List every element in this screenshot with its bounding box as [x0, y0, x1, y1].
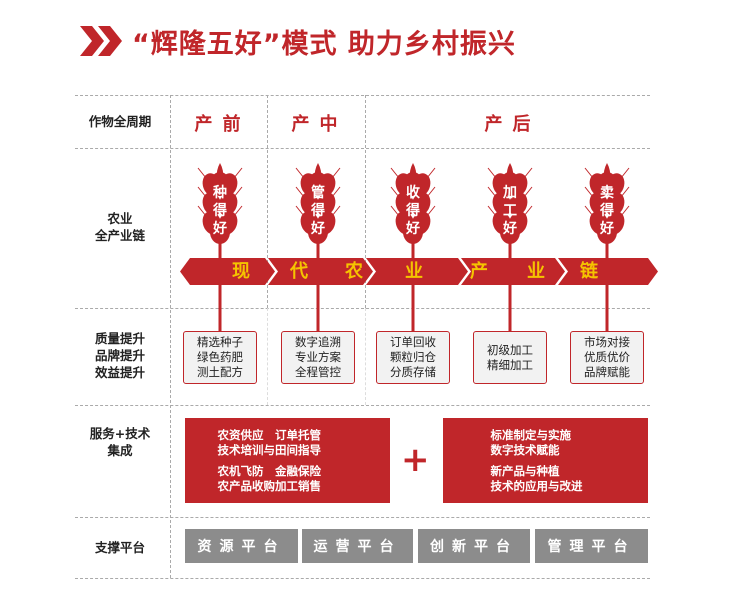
wheat-char: 好 [213, 221, 227, 237]
divider [75, 578, 650, 579]
band-segment [268, 258, 373, 285]
wheat-char: 加 [503, 185, 517, 201]
row-label-quality: 质量提升 品牌提升 效益提升 [75, 330, 165, 381]
feature-item: 测土配方 [197, 365, 243, 379]
row-label-service: 服务+技术 集成 [75, 425, 165, 459]
feature-item: 颗粒归仓 [390, 350, 436, 364]
phase-mid: 产中 [291, 114, 348, 135]
wheat-ear-icon [295, 163, 341, 244]
divider [365, 308, 366, 405]
band-char: 代 [290, 261, 308, 282]
divider [365, 95, 366, 308]
service-item: 技术培训与田间指导 [217, 442, 322, 457]
phase-pre: 产前 [194, 114, 251, 135]
wheat-char: 卖 [600, 185, 614, 201]
platform-operation: 运营平台 [302, 529, 413, 563]
feature-box: 初级加工精细加工 [473, 331, 547, 384]
feature-item: 初级加工 [487, 342, 533, 357]
divider [75, 405, 650, 406]
page-title: “辉隆五好”模式 助力乡村振兴 [132, 29, 516, 60]
service-box-left: 农资供应 订单托管 技术培训与田间指导 农机飞防 金融保险 农产品收购加工销售 [185, 418, 390, 503]
feature-item: 订单回收 [390, 335, 436, 349]
divider [75, 517, 650, 518]
wheat-char: 得 [213, 203, 227, 219]
service-box-right: 标准制定与实施 数字技术赋能 新产品与种植 技术的应用与改进 [443, 418, 648, 503]
service-item: 农产品收购加工销售 [217, 478, 322, 493]
platform-innovation: 创新平台 [418, 529, 530, 563]
row-label-line: 农业 [107, 211, 133, 226]
divider [170, 95, 171, 578]
row-label-cycle: 作物全周期 [88, 114, 152, 129]
feature-item: 专业方案 [295, 350, 341, 364]
wheat-char: 管 [311, 185, 325, 201]
row-label-line: 全产业链 [94, 228, 145, 243]
row-label-line: 效益提升 [94, 365, 145, 380]
band-char: 业 [527, 261, 545, 282]
band-segment [180, 258, 275, 285]
wheat-char: 得 [600, 203, 614, 219]
service-item: 农资供应 订单托管 [217, 427, 322, 442]
wheat-label: 种得好 [210, 184, 230, 238]
feature-item: 全程管控 [295, 365, 341, 379]
wheat-char: 好 [600, 221, 614, 237]
service-item: 新产品与种植 [490, 463, 560, 478]
wheat-char: 种 [213, 185, 227, 201]
wheat-ear-icon [584, 163, 630, 244]
row-label-line: 服务+技术 [89, 426, 151, 441]
band-char: 链 [580, 261, 598, 282]
band-char: 现 [232, 261, 250, 282]
wheat-ear-icon [487, 163, 533, 244]
service-item: 数字技术赋能 [490, 442, 560, 457]
wheat-label: 卖得好 [597, 184, 617, 238]
feature-item: 品牌赋能 [584, 365, 630, 379]
wheat-char: 好 [311, 221, 325, 237]
band-segment [558, 258, 658, 285]
platform-management: 管理平台 [535, 529, 648, 563]
feature-box: 市场对接优质优价品牌赋能 [570, 331, 644, 384]
feature-item: 数字追溯 [295, 335, 341, 349]
feature-item: 市场对接 [584, 335, 630, 349]
wheat-label: 管得好 [308, 184, 328, 238]
row-label-platform: 支撑平台 [94, 540, 145, 555]
wheat-char: 好 [406, 221, 420, 237]
band-char: 产 [470, 261, 488, 282]
platform-resource: 资源平台 [185, 529, 298, 563]
feature-box: 数字追溯专业方案全程管控 [281, 331, 355, 384]
wheat-char: 工 [503, 203, 517, 219]
phase-post: 产后 [484, 114, 541, 135]
service-item: 技术的应用与改进 [490, 478, 583, 493]
service-item: 标准制定与实施 [490, 427, 572, 442]
band-segment [461, 258, 565, 285]
row-label-line: 品牌提升 [94, 348, 145, 363]
wheat-char: 得 [406, 203, 420, 219]
feature-box: 精选种子绿色药肥测土配方 [183, 331, 257, 384]
divider [267, 95, 268, 308]
wheat-label: 收得好 [403, 184, 423, 238]
divider [75, 95, 650, 96]
wheat-char: 得 [311, 203, 325, 219]
wheat-char: 收 [406, 185, 420, 201]
feature-item: 优质优价 [584, 350, 630, 364]
divider [267, 308, 268, 405]
band-char: 农 [345, 261, 363, 282]
service-item: 农机飞防 金融保险 [217, 463, 322, 478]
feature-item: 绿色药肥 [197, 350, 243, 364]
divider [75, 148, 650, 149]
row-label-line: 质量提升 [94, 331, 145, 346]
feature-item: 精选种子 [197, 335, 243, 349]
wheat-ear-icon [390, 163, 436, 244]
double-chevron-icon [80, 26, 122, 56]
wheat-label: 加工好 [500, 184, 520, 238]
feature-item: 精细加工 [487, 357, 533, 372]
band-segment [366, 258, 468, 285]
row-label-chain: 农业 全产业链 [75, 210, 165, 244]
feature-item: 分质存储 [390, 365, 436, 379]
band-char: 业 [405, 261, 423, 282]
plus-icon: + [401, 440, 430, 480]
divider [75, 308, 650, 309]
wheat-char: 好 [503, 221, 517, 237]
row-label-line: 集成 [107, 443, 133, 458]
feature-box: 订单回收颗粒归仓分质存储 [376, 331, 450, 384]
wheat-ear-icon [197, 163, 243, 244]
